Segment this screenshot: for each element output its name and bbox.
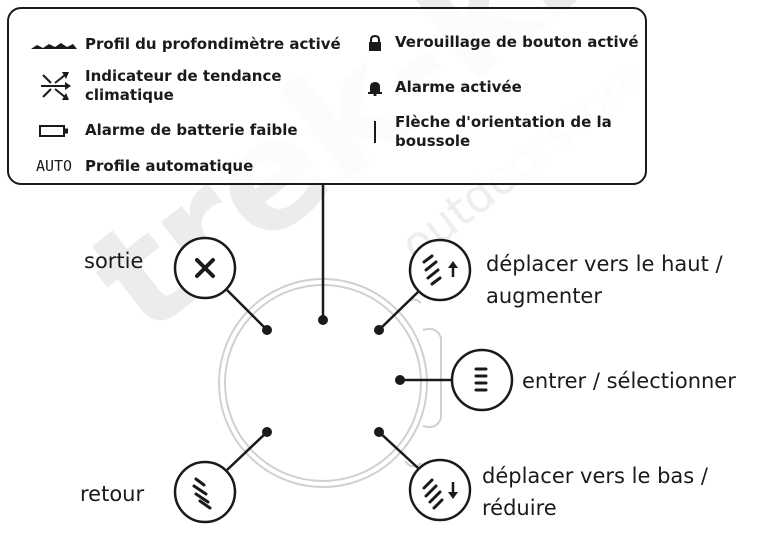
button-ridges-icon bbox=[474, 367, 488, 392]
legend-label: Profil du profondimètre activé bbox=[85, 35, 341, 53]
legend-item-alarm: Alarme activée bbox=[365, 78, 522, 97]
down-button[interactable] bbox=[408, 458, 472, 522]
legend-item-weather-trend: Indicateur de tendance climatique bbox=[29, 67, 285, 105]
exit-connector-dot bbox=[262, 325, 272, 335]
enter-label: entrer / sélectionner bbox=[522, 369, 736, 393]
button-ridges-icon bbox=[422, 254, 442, 286]
down-connector-dot bbox=[374, 427, 384, 437]
legend-label: Alarme de batterie faible bbox=[85, 121, 298, 139]
legend-item-depth-profile: Profil du profondimètre activé bbox=[29, 35, 341, 54]
button-ridges-icon bbox=[192, 477, 212, 510]
low-battery-icon bbox=[29, 124, 79, 137]
up-button[interactable] bbox=[408, 238, 472, 302]
up-label-line2: augmenter bbox=[486, 284, 602, 308]
exit-connector bbox=[226, 289, 268, 331]
legend-item-low-battery: Alarme de batterie faible bbox=[29, 121, 298, 140]
back-connector bbox=[226, 431, 268, 471]
down-label-line2: réduire bbox=[482, 496, 557, 520]
legend-label: Verouillage de bouton activé bbox=[395, 33, 639, 51]
legend-item-button-lock: Verouillage de bouton activé bbox=[365, 33, 639, 52]
enter-button[interactable] bbox=[450, 348, 514, 412]
lock-icon bbox=[365, 34, 385, 51]
weather-trend-icon bbox=[29, 71, 79, 101]
legend-item-compass-arrow: Flèche d'orientation de la boussole bbox=[365, 113, 645, 151]
legend-box: Profil du profondimètre activé Indicateu… bbox=[7, 7, 647, 185]
arrow-up-icon bbox=[448, 261, 458, 277]
legend-item-auto-profile: AUTO Profile automatique bbox=[29, 157, 253, 176]
down-connector bbox=[378, 431, 419, 469]
close-icon bbox=[195, 258, 215, 278]
compass-arrow-icon bbox=[365, 121, 385, 143]
back-button[interactable] bbox=[173, 460, 237, 524]
down-label-line1: déplacer vers le bas / bbox=[482, 464, 708, 488]
legend-label: Alarme activée bbox=[395, 78, 522, 96]
up-label-line1: déplacer vers le haut / bbox=[486, 252, 723, 276]
up-connector-dot bbox=[374, 325, 384, 335]
watch-outline bbox=[218, 278, 442, 488]
back-connector-dot bbox=[262, 427, 272, 437]
bell-icon bbox=[365, 80, 385, 96]
exit-label: sortie bbox=[84, 249, 144, 273]
enter-connector-dot bbox=[395, 375, 405, 385]
legend-label: Profile automatique bbox=[85, 157, 254, 175]
back-label: retour bbox=[80, 482, 145, 506]
legend-label: Indicateur de tendance climatique bbox=[85, 67, 282, 104]
arrow-down-icon bbox=[448, 482, 458, 499]
button-ridges-icon bbox=[422, 478, 444, 510]
legend-label: Flèche d'orientation de la boussole bbox=[395, 113, 612, 150]
auto-icon: AUTO bbox=[35, 157, 73, 175]
exit-button[interactable] bbox=[173, 236, 237, 300]
depth-profile-icon bbox=[29, 40, 79, 50]
up-connector bbox=[378, 291, 419, 331]
legend-connector-dot bbox=[318, 315, 328, 325]
